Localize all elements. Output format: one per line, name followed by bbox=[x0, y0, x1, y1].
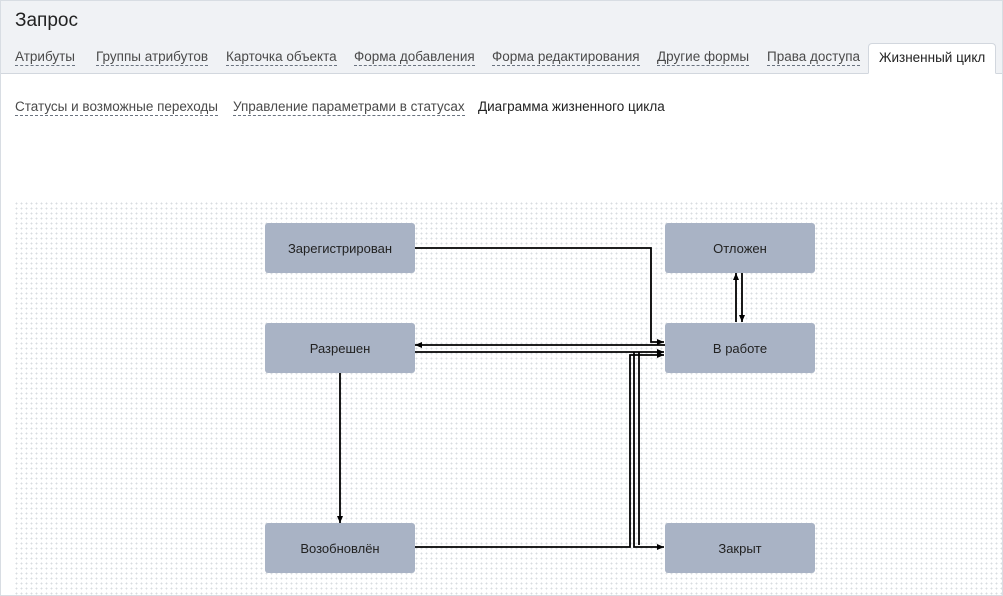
diagram-canvas[interactable]: Зарегистрирован Отложен Разрешен В работ… bbox=[14, 201, 1002, 595]
edge-resumed-to-in-progress bbox=[415, 352, 664, 548]
status-in-progress[interactable]: В работе bbox=[665, 323, 815, 373]
tab-bar: Атрибуты Группы атрибутов Карточка объек… bbox=[1, 43, 1002, 74]
subtab-status-params[interactable]: Управление параметрами в статусах bbox=[233, 99, 465, 116]
subtab-bar: Статусы и возможные переходы Управление … bbox=[1, 99, 1002, 119]
subtab-lifecycle-diagram: Диаграмма жизненного цикла bbox=[478, 99, 665, 114]
edge-resolved-to-closed bbox=[633, 352, 664, 550]
tab-lifecycle[interactable]: Жизненный цикл bbox=[868, 43, 997, 74]
edge-registered-to-in-progress bbox=[415, 247, 664, 345]
status-resolved[interactable]: Разрешен bbox=[265, 323, 415, 373]
transition-edges bbox=[337, 247, 745, 550]
tab-access-rights[interactable]: Права доступа bbox=[767, 49, 861, 66]
tab-add-form[interactable]: Форма добавления bbox=[354, 49, 475, 66]
status-registered[interactable]: Зарегистрирован bbox=[265, 223, 415, 273]
tab-attribute-groups[interactable]: Группы атрибутов bbox=[96, 49, 209, 66]
status-closed[interactable]: Закрыт bbox=[665, 523, 815, 573]
tab-object-card[interactable]: Карточка объекта bbox=[226, 49, 337, 66]
tab-edit-form[interactable]: Форма редактирования bbox=[492, 49, 640, 66]
page-title: Запрос bbox=[15, 10, 78, 31]
header: Запрос Атрибуты Группы атрибутов Карточк… bbox=[1, 1, 1002, 74]
status-resumed[interactable]: Возобновлён bbox=[265, 523, 415, 573]
status-postponed[interactable]: Отложен bbox=[665, 223, 815, 273]
subtab-statuses-transitions[interactable]: Статусы и возможные переходы bbox=[15, 99, 219, 116]
tab-attributes[interactable]: Атрибуты bbox=[15, 49, 76, 66]
tab-other-forms[interactable]: Другие формы bbox=[657, 49, 750, 66]
